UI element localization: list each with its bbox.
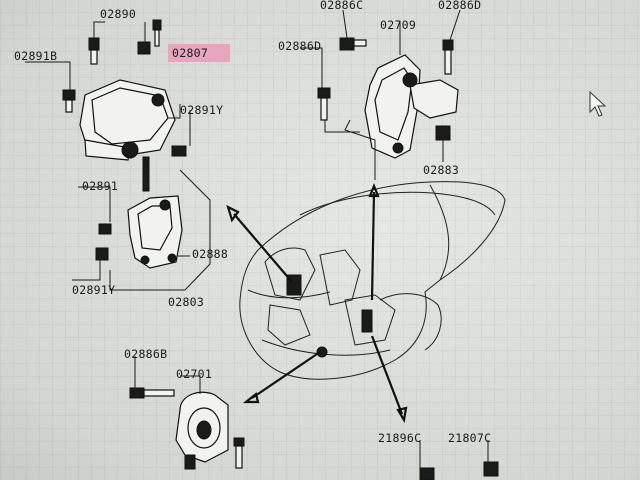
nut-21896c [419, 467, 435, 480]
mount-02701 [129, 387, 245, 470]
bolt-02886c [339, 37, 355, 51]
bolt-02891y-top [171, 145, 187, 157]
label-02709[interactable]: 02709 [380, 18, 416, 32]
label-21807c[interactable]: 21807C [448, 431, 491, 445]
label-02886c[interactable]: 02886C [320, 0, 363, 12]
label-02807[interactable]: 02807 [172, 46, 208, 60]
left-mount-assembly [62, 19, 187, 192]
bracket-02803 [95, 195, 183, 269]
label-02886d-left[interactable]: 02886D [278, 39, 321, 53]
highlight-02807 [168, 44, 230, 62]
label-02701[interactable]: 02701 [176, 367, 212, 381]
label-02886b[interactable]: 02886B [124, 347, 167, 361]
label-02883[interactable]: 02883 [423, 163, 459, 177]
leader-lines [25, 9, 489, 468]
label-02890[interactable]: 02890 [100, 7, 136, 21]
vehicle-outline [239, 181, 506, 380]
nut-21807c [483, 461, 499, 477]
bolt-02886b [129, 387, 145, 399]
engine-mount-location-lower [316, 346, 328, 358]
label-02891b[interactable]: 02891B [14, 49, 57, 63]
label-21896c[interactable]: 21896C [378, 431, 421, 445]
bolt-nut-02890 [137, 41, 151, 55]
mouse-cursor-icon [589, 90, 607, 117]
bolt-02891b [62, 89, 76, 101]
label-02891[interactable]: 02891 [82, 179, 118, 193]
label-02803[interactable]: 02803 [168, 295, 204, 309]
engine-mount-location-center [361, 309, 373, 333]
pointer-arrows [226, 183, 408, 424]
label-02891y-top[interactable]: 02891Y [180, 103, 223, 117]
label-02888[interactable]: 02888 [192, 247, 228, 261]
bolt-02891y-bottom [95, 247, 109, 261]
bolt-02891 [98, 223, 112, 235]
bolt-02890-head [88, 37, 100, 51]
nut-02883 [435, 125, 451, 141]
bolt-02886d-right [442, 39, 454, 51]
bolt-02886d-left [317, 87, 331, 99]
label-02891y-bottom[interactable]: 02891Y [72, 283, 115, 297]
mount-02709 [317, 37, 459, 159]
label-02886d-right[interactable]: 02886D [438, 0, 481, 12]
